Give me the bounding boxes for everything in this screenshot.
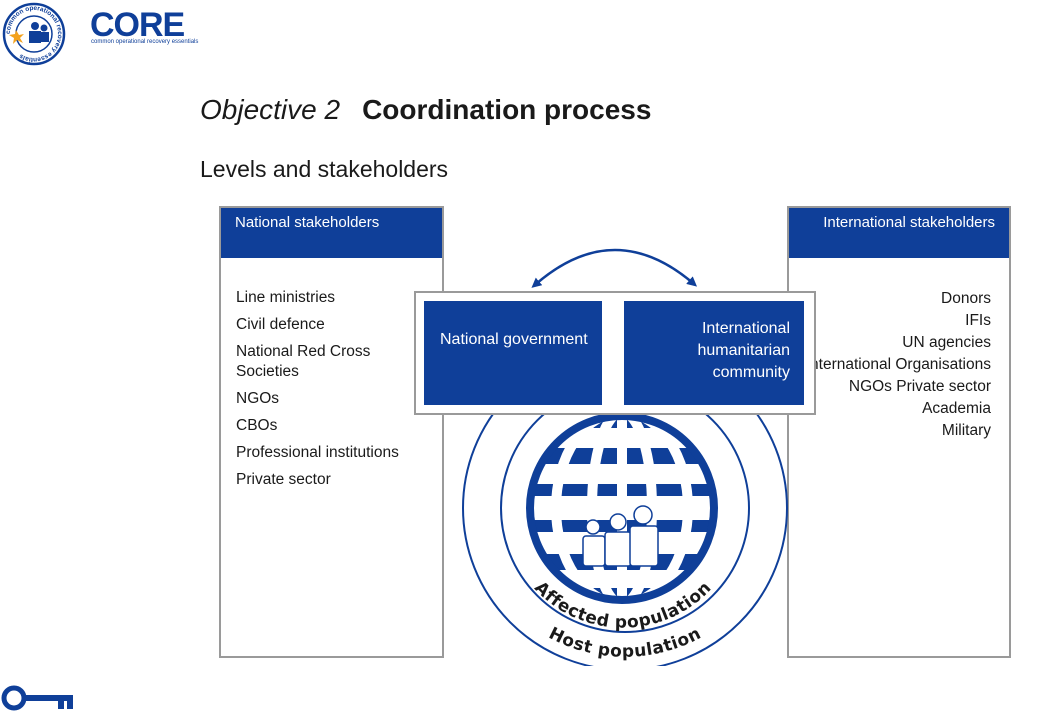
people-seal-icon: common operational recovery essentials bbox=[2, 2, 66, 66]
family-icon bbox=[582, 505, 659, 567]
objective-topic: Coordination process bbox=[362, 94, 652, 125]
national-stakeholder-item: Line ministries bbox=[236, 289, 336, 306]
national-stakeholder-item: Professional institutions bbox=[236, 444, 399, 461]
international-stakeholder-item: Military bbox=[941, 422, 991, 439]
international-stakeholder-item: Academia bbox=[922, 400, 991, 417]
key-icon bbox=[1, 685, 73, 711]
national-stakeholder-item: Civil defence bbox=[236, 316, 325, 333]
logo-wordmark: CORE bbox=[90, 6, 185, 44]
core-logo: common operational recovery essentials C… bbox=[2, 2, 202, 66]
population-diagram: Affected population Host population bbox=[462, 248, 788, 666]
page-subtitle: Levels and stakeholders bbox=[200, 156, 449, 182]
international-stakeholder-item: International Organisations bbox=[805, 356, 991, 373]
international-stakeholder-item: IFIs bbox=[965, 312, 991, 329]
national-stakeholders-heading: National stakeholders bbox=[221, 208, 442, 258]
national-stakeholder-item: National Red Cross Societies bbox=[236, 343, 371, 380]
international-community-box: International humanitarian community bbox=[624, 301, 804, 405]
government-community-box: National government International humani… bbox=[414, 291, 816, 415]
objective-label: Objective 2 bbox=[200, 94, 341, 125]
international-stakeholder-item: UN agencies bbox=[902, 334, 991, 351]
international-stakeholder-item: NGOs Private sector bbox=[848, 378, 991, 395]
national-stakeholder-item: CBOs bbox=[236, 417, 278, 434]
national-stakeholder-item: NGOs bbox=[236, 390, 280, 407]
national-government-box: National government bbox=[424, 301, 602, 405]
double-arrow-icon bbox=[531, 248, 698, 288]
national-stakeholder-item: Private sector bbox=[236, 471, 331, 488]
page-title: Objective 2 Coordination process bbox=[200, 94, 651, 126]
international-stakeholders-heading: International stakeholders bbox=[789, 208, 1009, 258]
globe-icon bbox=[526, 412, 718, 604]
international-stakeholder-item: Donors bbox=[941, 290, 991, 307]
logo-tagline: common operational recovery essentials bbox=[91, 39, 199, 45]
